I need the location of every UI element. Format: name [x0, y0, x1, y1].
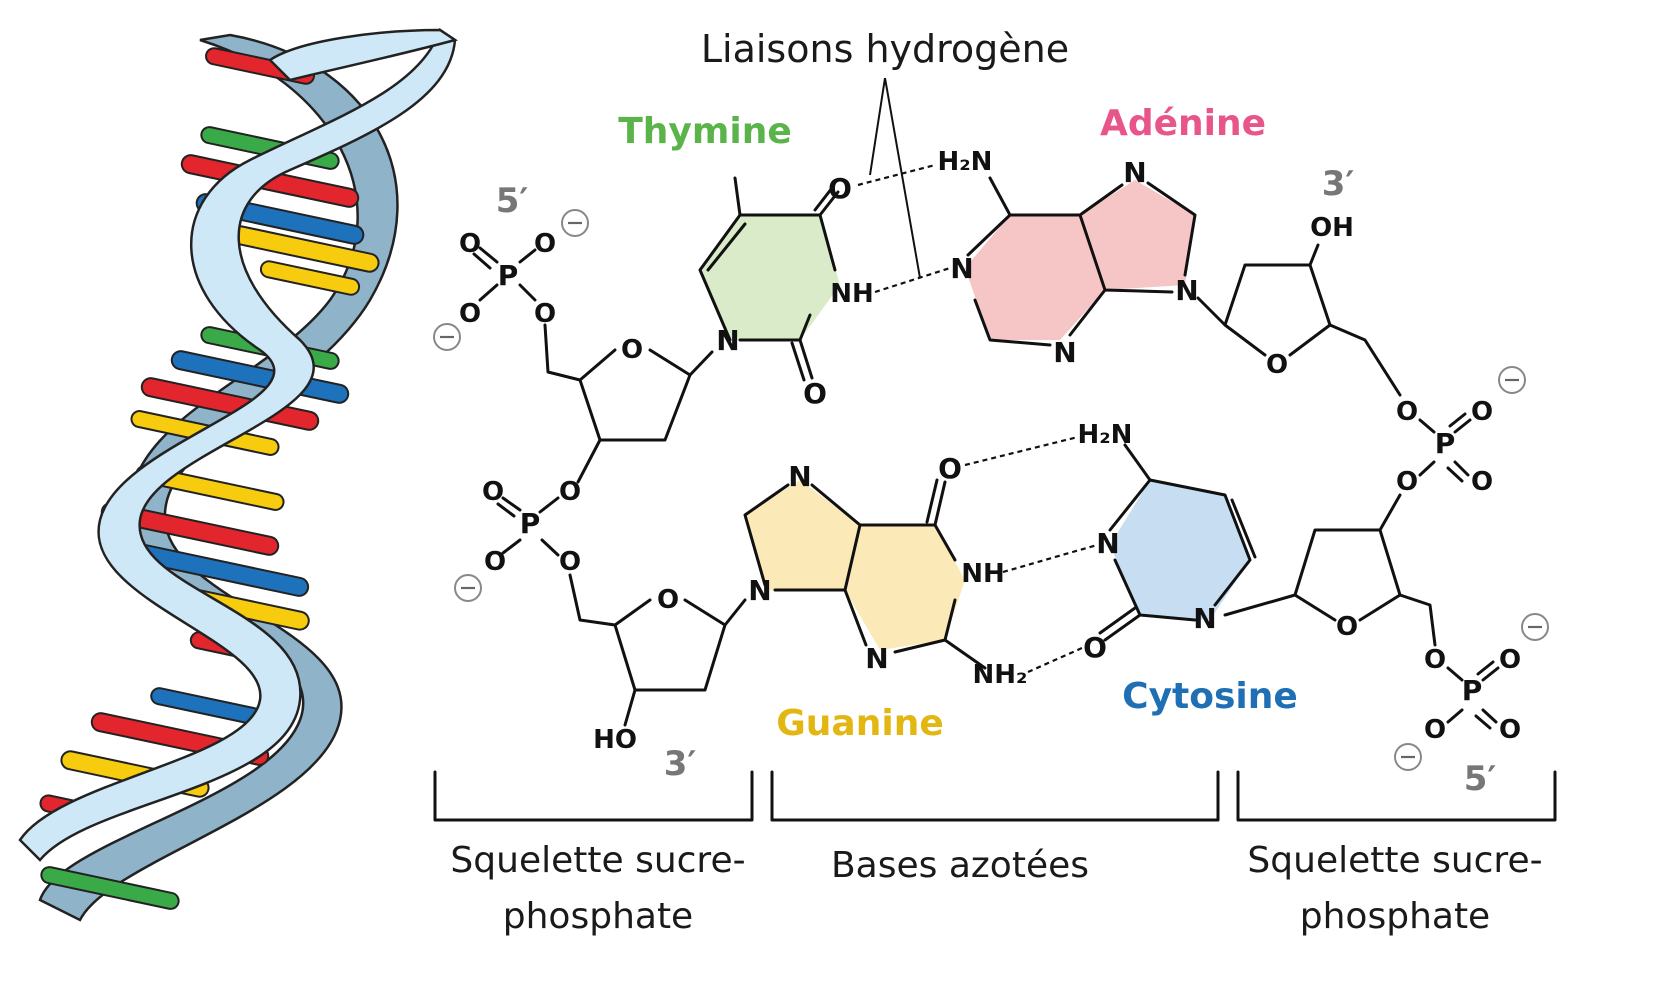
- svg-text:O: O: [1499, 645, 1521, 675]
- svg-text:NH: NH: [961, 559, 1005, 589]
- section-brackets: [433, 770, 1557, 822]
- svg-text:P: P: [1435, 427, 1456, 460]
- svg-text:O: O: [459, 229, 481, 259]
- svg-text:O: O: [1396, 467, 1418, 497]
- guanine-structure: N O NH N N NH₂: [743, 452, 1028, 690]
- svg-text:O: O: [1471, 467, 1493, 497]
- sugar-phosphate-right-line2: phosphate: [1300, 896, 1490, 937]
- hydrogen-bonds-pointer: [869, 77, 921, 279]
- cytosine-label: Cytosine: [1122, 676, 1298, 717]
- minus-charge-icon: [433, 323, 461, 351]
- svg-text:NH₂: NH₂: [973, 660, 1028, 690]
- svg-text:N: N: [865, 642, 888, 675]
- dna-helix-illustration: [18, 28, 458, 922]
- svg-text:N: N: [1096, 527, 1119, 560]
- svg-text:P: P: [520, 507, 541, 540]
- svg-text:N: N: [748, 574, 771, 607]
- hydrogen-bond-lines: [857, 163, 1098, 674]
- minus-charge-icon: [454, 574, 482, 602]
- svg-text:O: O: [482, 477, 504, 507]
- svg-text:O: O: [1424, 645, 1446, 675]
- svg-text:O: O: [534, 299, 556, 329]
- cytosine-structure: H₂N N N O: [1078, 420, 1257, 664]
- thymine-structure: O NH N O: [698, 172, 874, 410]
- hydrogen-bonds-label: Liaisons hydrogène: [701, 27, 1069, 71]
- nitrogen-bases-label: Bases azotées: [831, 845, 1089, 886]
- minus-charge-icon: [1394, 743, 1422, 771]
- end-label-top-right: 3′: [1322, 164, 1355, 204]
- svg-text:N: N: [1175, 274, 1198, 307]
- svg-text:O: O: [657, 585, 679, 615]
- bracket-middle: [770, 770, 1220, 822]
- svg-text:O: O: [1499, 715, 1521, 745]
- end-label-bottom-left: 3′: [664, 744, 697, 784]
- minus-charge-icon: [1498, 366, 1526, 394]
- svg-text:O: O: [1083, 631, 1107, 664]
- svg-text:O: O: [828, 172, 852, 205]
- svg-text:N: N: [1193, 602, 1216, 635]
- svg-text:P: P: [1462, 674, 1483, 707]
- thymine-label: Thymine: [618, 111, 792, 152]
- svg-text:P: P: [498, 259, 519, 292]
- svg-text:N: N: [788, 460, 811, 493]
- end-label-bottom-right: 5′: [1464, 759, 1497, 799]
- left-backbone: P O O O O O O P O O O O HO: [459, 229, 747, 755]
- svg-text:HO: HO: [593, 725, 637, 755]
- svg-text:OH: OH: [1310, 213, 1354, 243]
- right-backbone: O OH O O P O O O O O P O O: [1196, 213, 1521, 745]
- svg-text:O: O: [559, 547, 581, 577]
- helix-front-ribbon: [18, 28, 457, 862]
- svg-text:O: O: [1336, 612, 1358, 642]
- svg-text:O: O: [1471, 397, 1493, 427]
- bracket-right: [1236, 770, 1557, 822]
- svg-text:O: O: [484, 547, 506, 577]
- svg-text:O: O: [534, 229, 556, 259]
- minus-charge-icon: [1521, 613, 1549, 641]
- helix-base-pairs: [39, 47, 380, 910]
- svg-text:O: O: [1424, 715, 1446, 745]
- svg-text:N: N: [950, 252, 973, 285]
- minus-charge-icon: [561, 209, 589, 237]
- svg-text:O: O: [938, 452, 962, 485]
- svg-text:O: O: [559, 477, 581, 507]
- sugar-phosphate-left-line1: Squelette sucre-: [450, 840, 745, 881]
- svg-text:O: O: [1396, 397, 1418, 427]
- sugar-phosphate-left-line2: phosphate: [503, 896, 693, 937]
- svg-text:O: O: [621, 335, 643, 365]
- bracket-left: [433, 770, 754, 822]
- guanine-label: Guanine: [776, 703, 943, 744]
- sugar-phosphate-right-line1: Squelette sucre-: [1247, 840, 1542, 881]
- svg-text:N: N: [1053, 336, 1076, 369]
- helix-top-ribbon: [268, 28, 458, 82]
- svg-text:O: O: [459, 299, 481, 329]
- svg-text:NH: NH: [830, 279, 874, 309]
- end-label-top-left: 5′: [496, 181, 529, 221]
- svg-text:O: O: [803, 377, 827, 410]
- thymine-ring-fill: [700, 215, 840, 340]
- svg-text:H₂N: H₂N: [938, 147, 993, 177]
- svg-text:N: N: [1123, 156, 1146, 189]
- adenine-structure: H₂N N N N N: [938, 147, 1199, 369]
- adenine-label: Adénine: [1100, 103, 1266, 144]
- negative-charges: [433, 209, 1549, 771]
- svg-text:N: N: [716, 324, 739, 357]
- svg-text:O: O: [1266, 350, 1288, 380]
- svg-text:H₂N: H₂N: [1078, 420, 1133, 450]
